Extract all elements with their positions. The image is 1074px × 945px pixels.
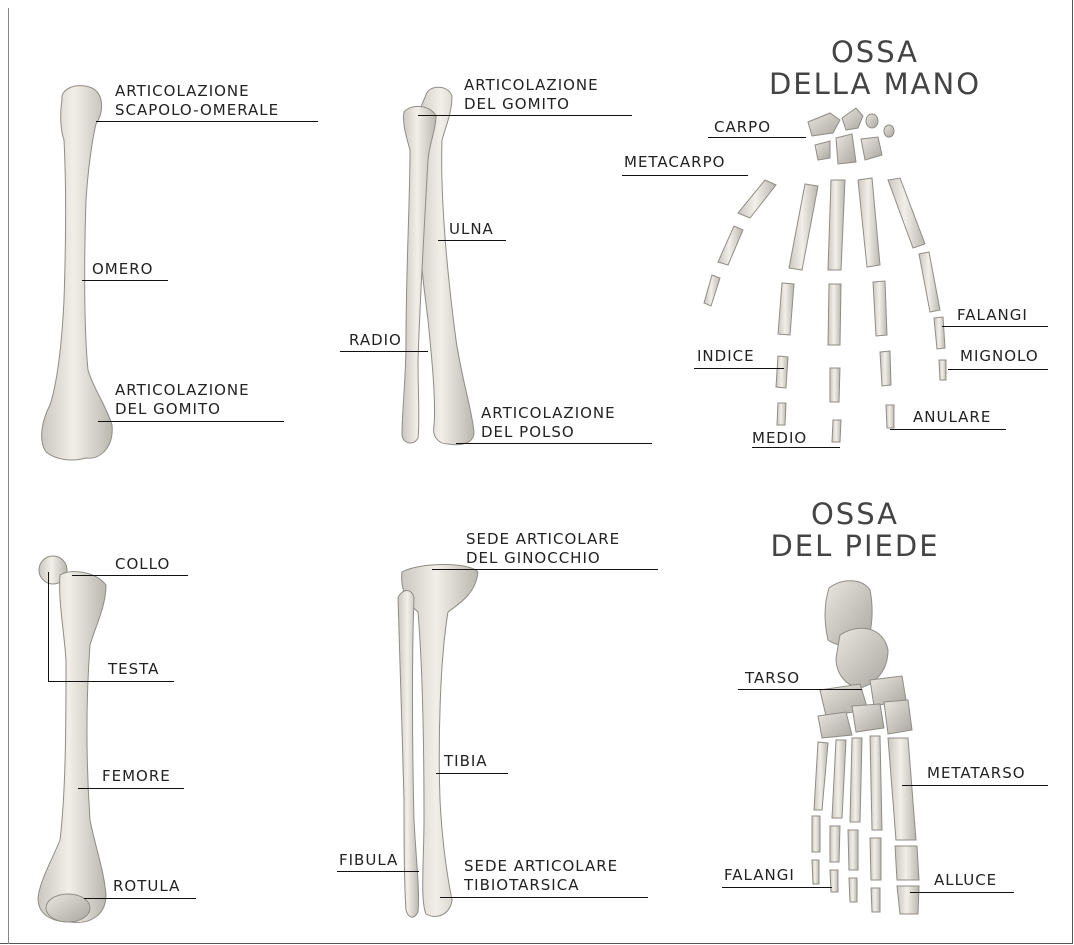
leader-femur-head-vertical <box>48 572 49 682</box>
foot-title-line1: OSSA <box>740 498 970 530</box>
leader-knee-joint <box>432 569 658 570</box>
label-elbow-joint-forearm: ARTICOLAZIONE DEL GOMITO <box>464 76 599 114</box>
label-little-finger: MIGNOLO <box>960 347 1039 366</box>
hand-title-line1: OSSA <box>760 36 990 68</box>
leader-tarsus <box>738 689 862 690</box>
carpal-bones <box>808 108 894 164</box>
label-femur-head: TESTA <box>108 660 159 679</box>
leader-tibia <box>436 773 508 774</box>
leader-wrist-joint <box>456 443 652 444</box>
label-ulna: ULNA <box>449 220 494 239</box>
leader-humerus <box>82 280 168 281</box>
leader-fibula <box>337 871 419 872</box>
leader-carpus <box>708 137 806 138</box>
label-wrist-joint: ARTICOLAZIONE DEL POLSO <box>481 404 616 442</box>
label-elbow-joint-humerus-line2: DEL GOMITO <box>115 400 250 419</box>
label-ankle-joint-line1: SEDE ARTICOLARE <box>464 857 618 876</box>
label-femur-neck: COLLO <box>115 555 170 574</box>
leader-femur-head <box>48 681 174 682</box>
label-fibula: FIBULA <box>339 851 398 870</box>
leader-ulna <box>438 240 506 241</box>
leader-ankle-joint <box>440 897 648 898</box>
label-ankle-joint: SEDE ARTICOLARE TIBIOTARSICA <box>464 857 618 895</box>
label-ring-finger: ANULARE <box>913 408 991 427</box>
leader-hand-phalanges <box>942 326 1048 327</box>
label-index-finger: INDICE <box>697 347 755 366</box>
label-middle-finger: MEDIO <box>752 429 807 448</box>
leader-elbow-joint-forearm <box>418 115 632 116</box>
leader-metatarsus <box>902 785 1048 786</box>
label-metacarpus: METACARPO <box>624 153 725 172</box>
label-knee-joint-line1: SEDE ARTICOLARE <box>466 530 620 549</box>
label-elbow-joint-humerus-line1: ARTICOLAZIONE <box>115 381 250 400</box>
foot-title: OSSA DEL PIEDE <box>740 498 970 562</box>
leader-metacarpus <box>622 175 748 176</box>
label-metatarsus: METATARSO <box>927 764 1026 783</box>
label-elbow-joint-humerus: ARTICOLAZIONE DEL GOMITO <box>115 381 250 419</box>
label-shoulder-joint: ARTICOLAZIONE SCAPOLO-OMERALE <box>115 82 279 120</box>
label-elbow-joint-forearm-line2: DEL GOMITO <box>464 95 599 114</box>
hand-title-line2: DELLA MANO <box>760 68 990 100</box>
leader-hallux <box>910 892 1014 893</box>
label-tibia: TIBIA <box>444 752 488 771</box>
leader-little-finger <box>948 369 1048 370</box>
label-wrist-joint-line2: DEL POLSO <box>481 423 616 442</box>
leader-patella <box>84 898 196 899</box>
label-humerus: OMERO <box>92 260 153 279</box>
label-elbow-joint-forearm-line1: ARTICOLAZIONE <box>464 76 599 95</box>
label-carpus: CARPO <box>714 118 771 137</box>
fibula-bone <box>398 591 419 918</box>
foot-title-line2: DEL PIEDE <box>740 530 970 562</box>
label-radius: RADIO <box>349 331 402 350</box>
label-knee-joint: SEDE ARTICOLARE DEL GINOCCHIO <box>466 530 620 568</box>
label-knee-joint-line2: DEL GINOCCHIO <box>466 549 620 568</box>
leader-ring-finger <box>890 429 1006 430</box>
leader-index-finger <box>694 368 784 369</box>
label-patella: ROTULA <box>113 877 180 896</box>
leader-shoulder-joint <box>96 121 318 122</box>
leader-foot-phalanges <box>722 887 832 888</box>
label-ankle-joint-line2: TIBIOTARSICA <box>464 876 618 895</box>
hand-title: OSSA DELLA MANO <box>760 36 990 100</box>
label-foot-phalanges: FALANGI <box>724 866 795 885</box>
label-wrist-joint-line1: ARTICOLAZIONE <box>481 404 616 423</box>
hand-bones <box>704 178 946 442</box>
leader-radius <box>340 351 428 352</box>
label-shoulder-joint-line2: SCAPOLO-OMERALE <box>115 101 279 120</box>
label-shoulder-joint-line1: ARTICOLAZIONE <box>115 82 279 101</box>
leader-femur-neck <box>72 575 188 576</box>
leader-femur <box>78 788 184 789</box>
leader-elbow-joint-humerus <box>98 421 284 422</box>
label-hallux: ALLUCE <box>934 871 997 890</box>
foot-bones <box>818 581 912 738</box>
leader-middle-finger <box>752 447 840 448</box>
label-femur: FEMORE <box>102 767 171 786</box>
label-hand-phalanges: FALANGI <box>957 306 1028 325</box>
label-tarsus: TARSO <box>745 669 800 688</box>
